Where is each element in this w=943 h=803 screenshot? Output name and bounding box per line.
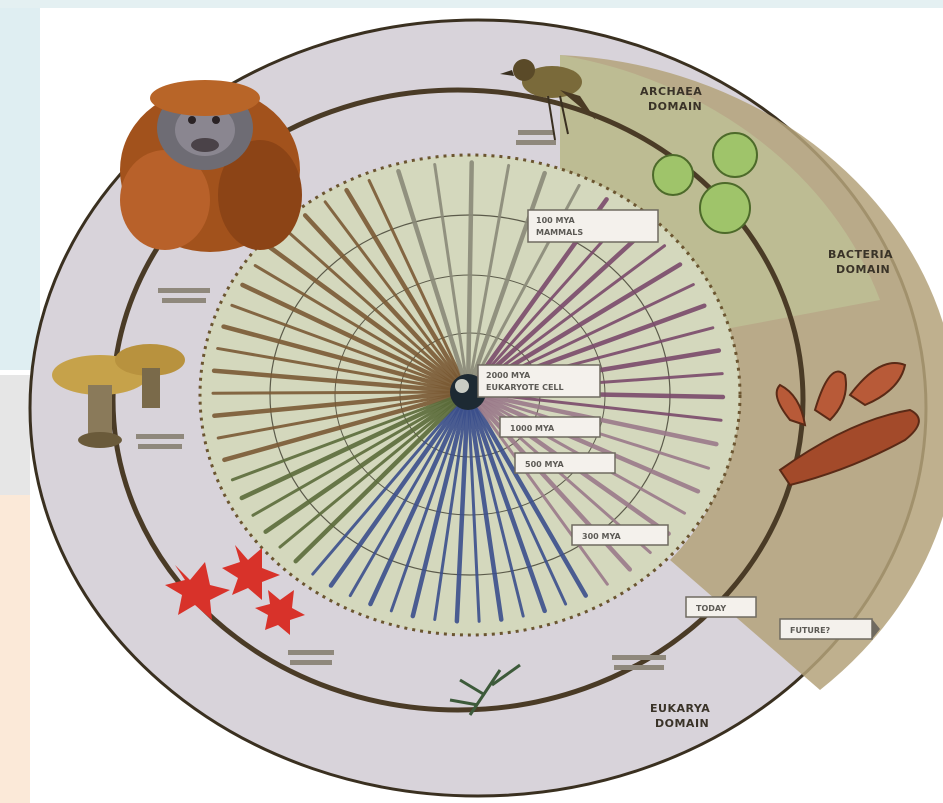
time-label-future: FUTURE?	[780, 619, 880, 639]
svg-text:100 MYA: 100 MYA	[536, 216, 575, 225]
svg-text:DOMAIN: DOMAIN	[836, 263, 890, 276]
animal-branch	[213, 392, 468, 393]
svg-text:TODAY: TODAY	[696, 604, 726, 613]
svg-text:300 MYA: 300 MYA	[582, 532, 621, 541]
time-label-100mya: 100 MYA MAMMALS	[528, 210, 658, 242]
time-label-2000mya: 2000 MYA EUKARYOTE CELL	[478, 365, 600, 397]
svg-text:1000 MYA: 1000 MYA	[510, 424, 555, 433]
svg-text:ARCHAEA: ARCHAEA	[640, 85, 702, 98]
svg-text:DOMAIN: DOMAIN	[648, 100, 702, 113]
svg-text:500 MYA: 500 MYA	[525, 460, 564, 469]
svg-text:EUKARYOTE CELL: EUKARYOTE CELL	[486, 383, 564, 392]
svg-text:BACTERIA: BACTERIA	[828, 248, 893, 261]
time-label-today: TODAY	[686, 597, 756, 617]
time-label-500mya: 500 MYA	[515, 453, 615, 473]
svg-text:MAMMALS: MAMMALS	[536, 228, 583, 237]
center-node-highlight	[455, 379, 469, 393]
svg-text:2000 MYA: 2000 MYA	[486, 371, 531, 380]
svg-text:EUKARYA: EUKARYA	[650, 702, 710, 715]
time-label-1000mya: 1000 MYA	[500, 417, 600, 437]
svg-text:FUTURE?: FUTURE?	[790, 626, 831, 635]
svg-text:DOMAIN: DOMAIN	[655, 717, 709, 730]
time-label-300mya: 300 MYA	[572, 525, 668, 545]
